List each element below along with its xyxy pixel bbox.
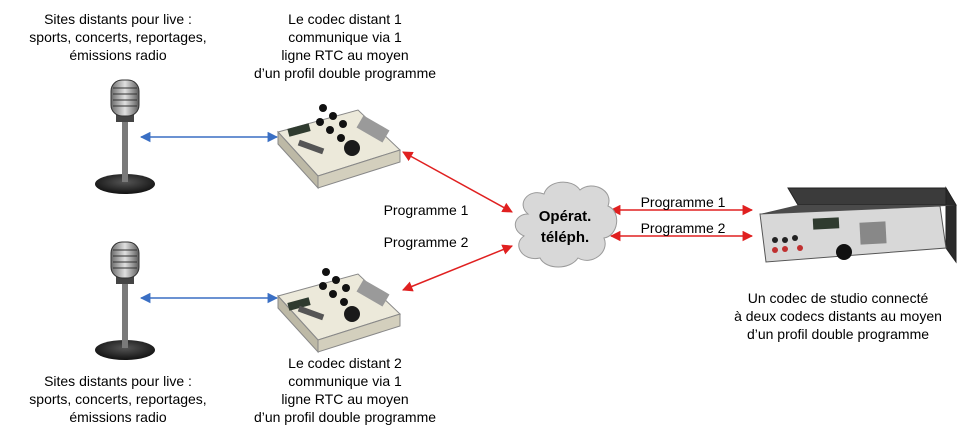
studio-line-2: à deux codecs distants au moyen bbox=[734, 308, 942, 324]
rtc-link-codec1 bbox=[402, 151, 513, 213]
remote-codec-1-icon bbox=[277, 104, 401, 190]
site-top-line-3: émissions radio bbox=[69, 47, 167, 63]
rtc-link-codec2 bbox=[402, 244, 513, 292]
codec1-label: Le codec distant 1 communique via 1 lign… bbox=[230, 10, 460, 82]
cloud-label-line-2: téléph. bbox=[541, 229, 589, 246]
microphone-icon-top bbox=[95, 79, 155, 194]
programme-left-2-label: Programme 2 bbox=[383, 234, 469, 250]
codec1-line-1: Le codec distant 1 bbox=[288, 11, 402, 27]
codec1-line-4: d’un profil double programme bbox=[253, 65, 437, 81]
codec2-line-2: communique via 1 bbox=[288, 373, 402, 389]
programme-left-1-label: Programme 1 bbox=[383, 202, 469, 218]
codec1-line-2: communique via 1 bbox=[288, 29, 402, 45]
codec2-line-3: ligne RTC au moyen bbox=[281, 391, 409, 407]
microphone-icon-bottom bbox=[95, 241, 155, 360]
studio-line-3: d’un profil double programme bbox=[746, 326, 930, 342]
site-top-line-2: sports, concerts, reportages, bbox=[29, 29, 207, 45]
studio-line-1: Un codec de studio connecté bbox=[747, 290, 929, 306]
studio-codec-icon bbox=[759, 186, 957, 264]
remote-codec-2-icon bbox=[277, 268, 401, 354]
codec2-line-4: d’un profil double programme bbox=[253, 409, 437, 425]
site-bottom-line-2: sports, concerts, reportages, bbox=[29, 391, 207, 407]
programme-right-2-label: Programme 2 bbox=[640, 220, 726, 236]
programme-right-1-label: Programme 1 bbox=[640, 194, 726, 210]
site-top-label: Sites distants pour live : sports, conce… bbox=[2, 10, 234, 64]
codec2-label: Le codec distant 2 communique via 1 lign… bbox=[230, 354, 460, 426]
site-bottom-line-3: émissions radio bbox=[69, 409, 167, 425]
cloud-label-line-1: Opérat. bbox=[539, 208, 592, 225]
codec2-line-1: Le codec distant 2 bbox=[288, 355, 402, 371]
telephone-operator-cloud-icon: Opérat. téléph. bbox=[514, 181, 618, 268]
site-bottom-label: Sites distants pour live : sports, conce… bbox=[2, 372, 234, 426]
codec1-line-3: ligne RTC au moyen bbox=[281, 47, 409, 63]
site-bottom-line-1: Sites distants pour live : bbox=[44, 373, 192, 389]
site-top-line-1: Sites distants pour live : bbox=[44, 11, 192, 27]
studio-codec-label: Un codec de studio connecté à deux codec… bbox=[712, 289, 964, 343]
